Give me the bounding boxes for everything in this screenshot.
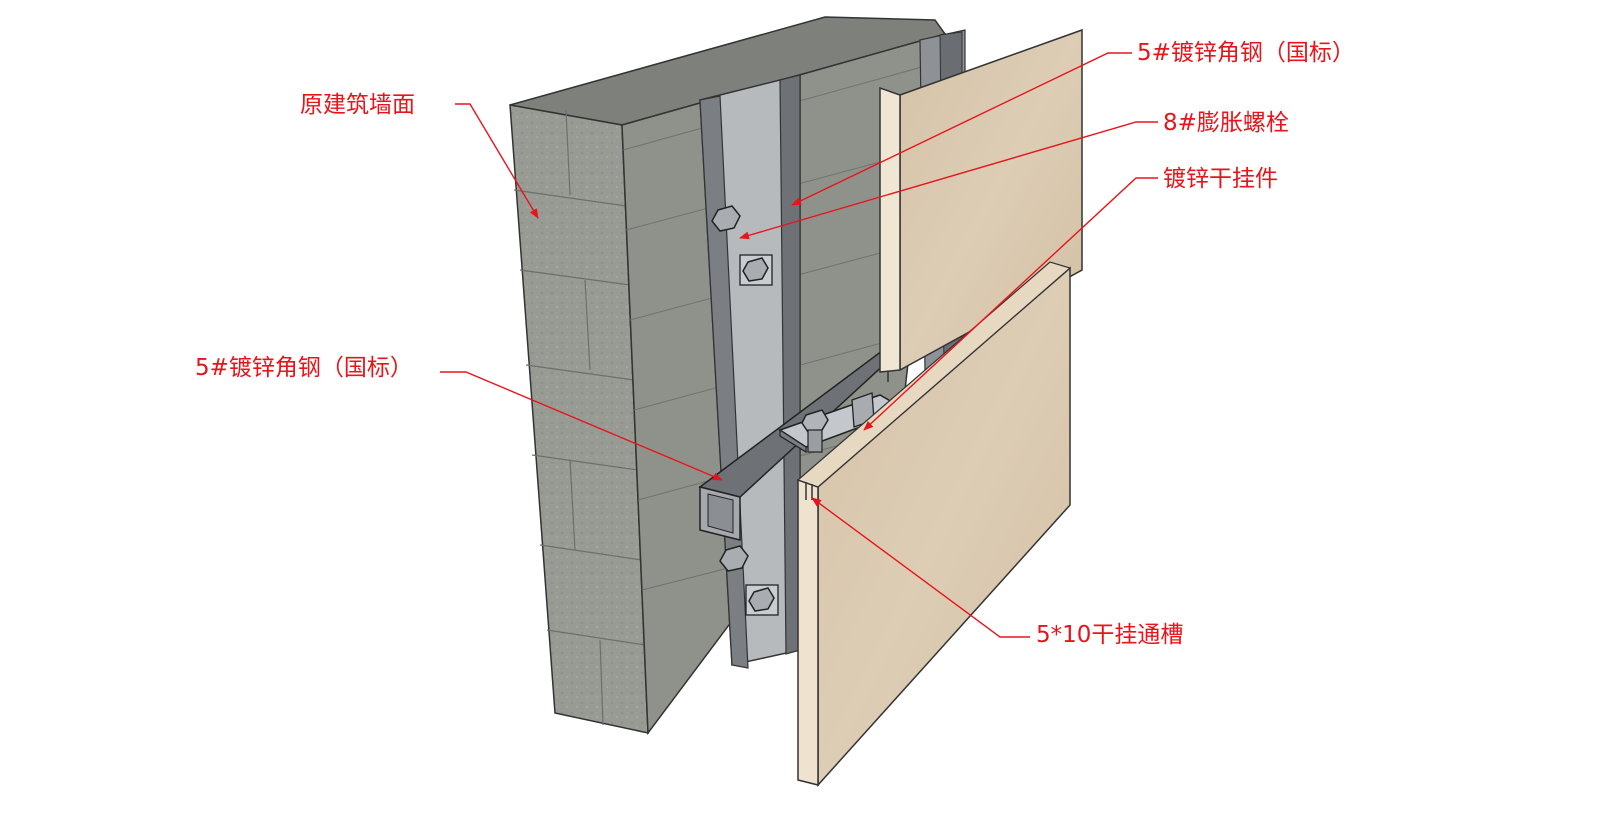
leader-angle-mid xyxy=(440,371,723,481)
label-expansion-bolt: 8#膨胀螺栓 xyxy=(1163,110,1289,136)
stone-panel-lower xyxy=(796,261,1072,787)
label-angle-steel-mid: 5#镀锌角钢（国标） xyxy=(195,355,413,381)
expansion-bolt-upper xyxy=(711,205,773,286)
label-building-wall: 原建筑墙面 xyxy=(300,92,415,118)
leader-bolt xyxy=(739,121,1158,240)
label-dry-hang-slot: 5*10干挂通槽 xyxy=(1036,622,1184,648)
leader-slot xyxy=(811,497,1030,638)
label-dry-hang-bracket: 镀锌干挂件 xyxy=(1163,166,1278,192)
leader-wall xyxy=(455,103,539,219)
leader-angle-top xyxy=(791,52,1132,206)
leader-lines xyxy=(440,52,1158,638)
expansion-bolt-lower xyxy=(719,545,779,616)
dry-hang-bracket xyxy=(778,392,908,454)
label-angle-steel-top: 5#镀锌角钢（国标） xyxy=(1137,40,1355,66)
leader-hanger xyxy=(863,177,1158,431)
